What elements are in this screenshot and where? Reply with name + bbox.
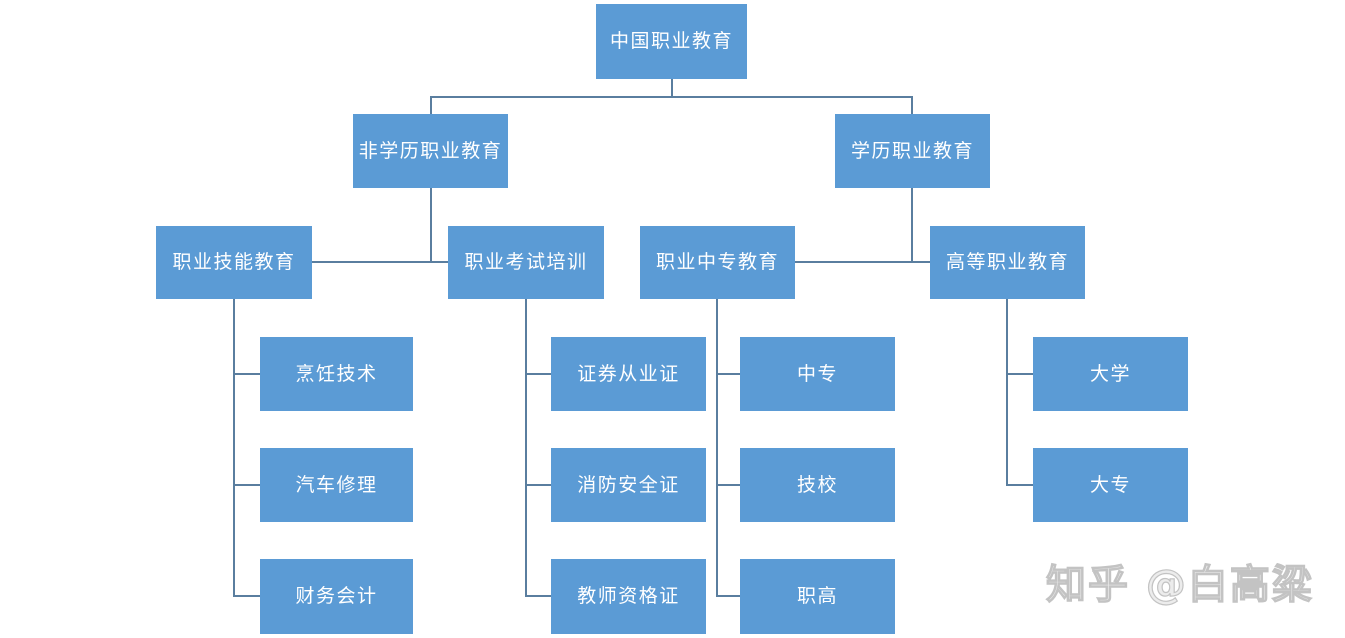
node-university: 大学 [1033,337,1188,411]
connector-stub-university [1006,373,1033,375]
zhihu-watermark: 知乎 @白高粱 [1045,561,1314,608]
node-vocational-high-school: 职高 [740,559,895,634]
connector-stub-teacher [525,595,551,597]
node-china-vocational-education: 中国职业教育 [596,4,747,79]
node-vocational-secondary-education: 职业中专教育 [640,226,795,299]
connector-stub-dazhuan [1006,484,1033,486]
node-higher-vocational-education: 高等职业教育 [930,226,1085,299]
connector-higher-trunk [1006,299,1008,486]
connector-exam-trunk [525,299,527,597]
connector-level2-horizontal [430,96,913,98]
connector-skills-trunk [233,299,235,597]
node-cooking-technology: 烹饪技术 [260,337,413,411]
connector-academic-drop [911,96,913,114]
connector-stub-cooking [233,373,260,375]
node-vocational-skills-education: 职业技能教育 [156,226,312,299]
node-technical-school: 技校 [740,448,895,522]
connector-root-down [671,79,673,96]
connector-secondary-trunk [716,299,718,597]
connector-academic-down [911,188,913,263]
connector-stub-jixiao [716,484,740,486]
node-academic-vocational-education: 学历职业教育 [835,114,990,188]
node-vocational-exam-training: 职业考试培训 [448,226,604,299]
connector-stub-zhongzhuan [716,373,740,375]
connector-secondary-higher-horizontal [795,261,930,263]
connector-nonacademic-down [430,188,432,263]
connector-stub-securities [525,373,551,375]
connector-stub-auto [233,484,260,486]
connector-stub-accounting [233,595,260,597]
node-nonacademic-vocational-education: 非学历职业教育 [353,114,508,188]
connector-stub-fire [525,484,551,486]
node-fire-safety-certificate: 消防安全证 [551,448,706,522]
node-auto-repair: 汽车修理 [260,448,413,522]
node-junior-college: 大专 [1033,448,1188,522]
connector-skills-exam-horizontal [312,261,448,263]
node-financial-accounting: 财务会计 [260,559,413,634]
connector-nonacademic-drop [430,96,432,114]
node-securities-certificate: 证券从业证 [551,337,706,411]
connector-stub-zhigao [716,595,740,597]
node-teacher-qualification-certificate: 教师资格证 [551,559,706,634]
node-zhongzhuan: 中专 [740,337,895,411]
